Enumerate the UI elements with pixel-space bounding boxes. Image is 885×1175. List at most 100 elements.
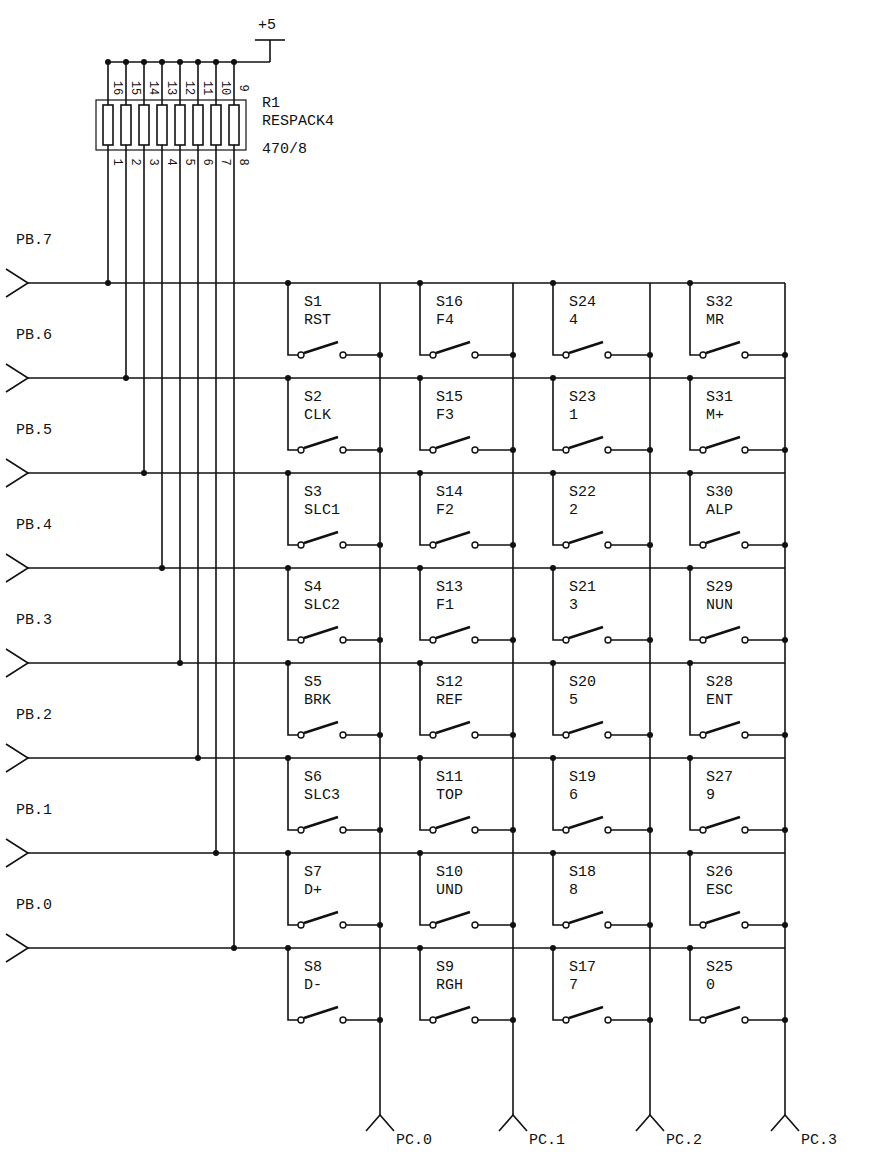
switch-contact (605, 1017, 611, 1023)
switch-contact (605, 922, 611, 928)
switch-ref: S26 (706, 865, 733, 881)
junction-dot (647, 637, 653, 643)
switch-ref: S3 (304, 485, 322, 501)
junction-dot (782, 1017, 788, 1023)
wire (6, 459, 28, 487)
wire (649, 283, 651, 1115)
switch-ref: S32 (706, 295, 733, 311)
wire (748, 354, 785, 356)
switch-contact (742, 732, 748, 738)
junction-dot (377, 732, 383, 738)
switch-contact (430, 352, 436, 358)
switch-contact (430, 827, 436, 833)
switch-contact (340, 827, 346, 833)
switch-ref: S11 (436, 770, 463, 786)
wire (288, 568, 298, 640)
switch-lever (706, 532, 740, 543)
junction-dot (417, 755, 423, 761)
switch-contact (472, 1017, 478, 1023)
junction-dot (550, 280, 556, 286)
wire (553, 473, 563, 545)
switch-contact (298, 922, 304, 928)
switch-contact (340, 732, 346, 738)
wire (420, 473, 430, 545)
pin-number: 15 (129, 81, 141, 95)
pin-number: 8 (237, 158, 249, 165)
junction-dot (510, 637, 516, 643)
junction-dot (377, 922, 383, 928)
junction-dot (687, 850, 693, 856)
pin-number: 10 (219, 81, 231, 95)
key-name: UND (436, 883, 463, 899)
signal-name: PB.5 (16, 423, 52, 439)
switch-contact (298, 637, 304, 643)
junction-dot (377, 1017, 383, 1023)
junction-dot (285, 660, 291, 666)
wire (611, 734, 650, 736)
wire (346, 449, 380, 451)
switch-lever (304, 722, 338, 733)
wire (611, 829, 650, 831)
wire (553, 948, 563, 1020)
switch-contact (700, 922, 706, 928)
switch-ref: S29 (706, 580, 733, 596)
wire (690, 948, 700, 1020)
switch-contact (563, 732, 569, 738)
switch-lever (569, 532, 603, 543)
junction-dot (123, 375, 129, 381)
switch-ref: S4 (304, 580, 322, 596)
wire (420, 378, 430, 450)
signal-name: PB.7 (16, 233, 52, 249)
switch-lever (436, 342, 470, 353)
wire (161, 62, 163, 105)
signal-name: PB.6 (16, 328, 52, 344)
switch-contact (742, 827, 748, 833)
switch-contact (472, 447, 478, 453)
switch-lever (436, 532, 470, 543)
wire (288, 378, 298, 450)
key-name: D- (304, 978, 322, 994)
switch-contact (430, 637, 436, 643)
pin-number: 5 (183, 158, 195, 165)
junction-dot (377, 352, 383, 358)
switch-contact (472, 827, 478, 833)
switch-contact (700, 637, 706, 643)
switch-ref: S1 (304, 295, 322, 311)
pin-number: 2 (129, 158, 141, 165)
wire (499, 1115, 527, 1131)
switch-ref: S2 (304, 390, 322, 406)
switch-ref: S22 (569, 485, 596, 501)
wire (288, 758, 298, 830)
junction-dot (687, 660, 693, 666)
wire (690, 758, 700, 830)
switch-contact (563, 447, 569, 453)
key-name: SLC1 (304, 503, 340, 519)
switch-ref: S18 (569, 865, 596, 881)
wire (6, 554, 28, 582)
wire (478, 639, 513, 641)
switch-contact (563, 542, 569, 548)
switch-contact (605, 447, 611, 453)
switch-lever (706, 722, 740, 733)
junction-dot (510, 352, 516, 358)
wire (748, 924, 785, 926)
key-name: 5 (569, 693, 578, 709)
switch-contact (340, 447, 346, 453)
key-name: D+ (304, 883, 322, 899)
switch-contact (742, 447, 748, 453)
switch-ref: S14 (436, 485, 463, 501)
wire (6, 364, 28, 392)
wire (478, 829, 513, 831)
resistor-symbol (157, 105, 167, 145)
wire (28, 282, 785, 284)
pin-number: 1 (111, 158, 123, 165)
supply-label: +5 (258, 18, 276, 34)
switch-contact (605, 732, 611, 738)
junction-dot (141, 59, 147, 65)
switch-lever (569, 817, 603, 828)
switch-contact (298, 732, 304, 738)
wire (512, 283, 514, 1115)
junction-dot (285, 945, 291, 951)
wire (420, 853, 430, 925)
wire (6, 269, 28, 297)
